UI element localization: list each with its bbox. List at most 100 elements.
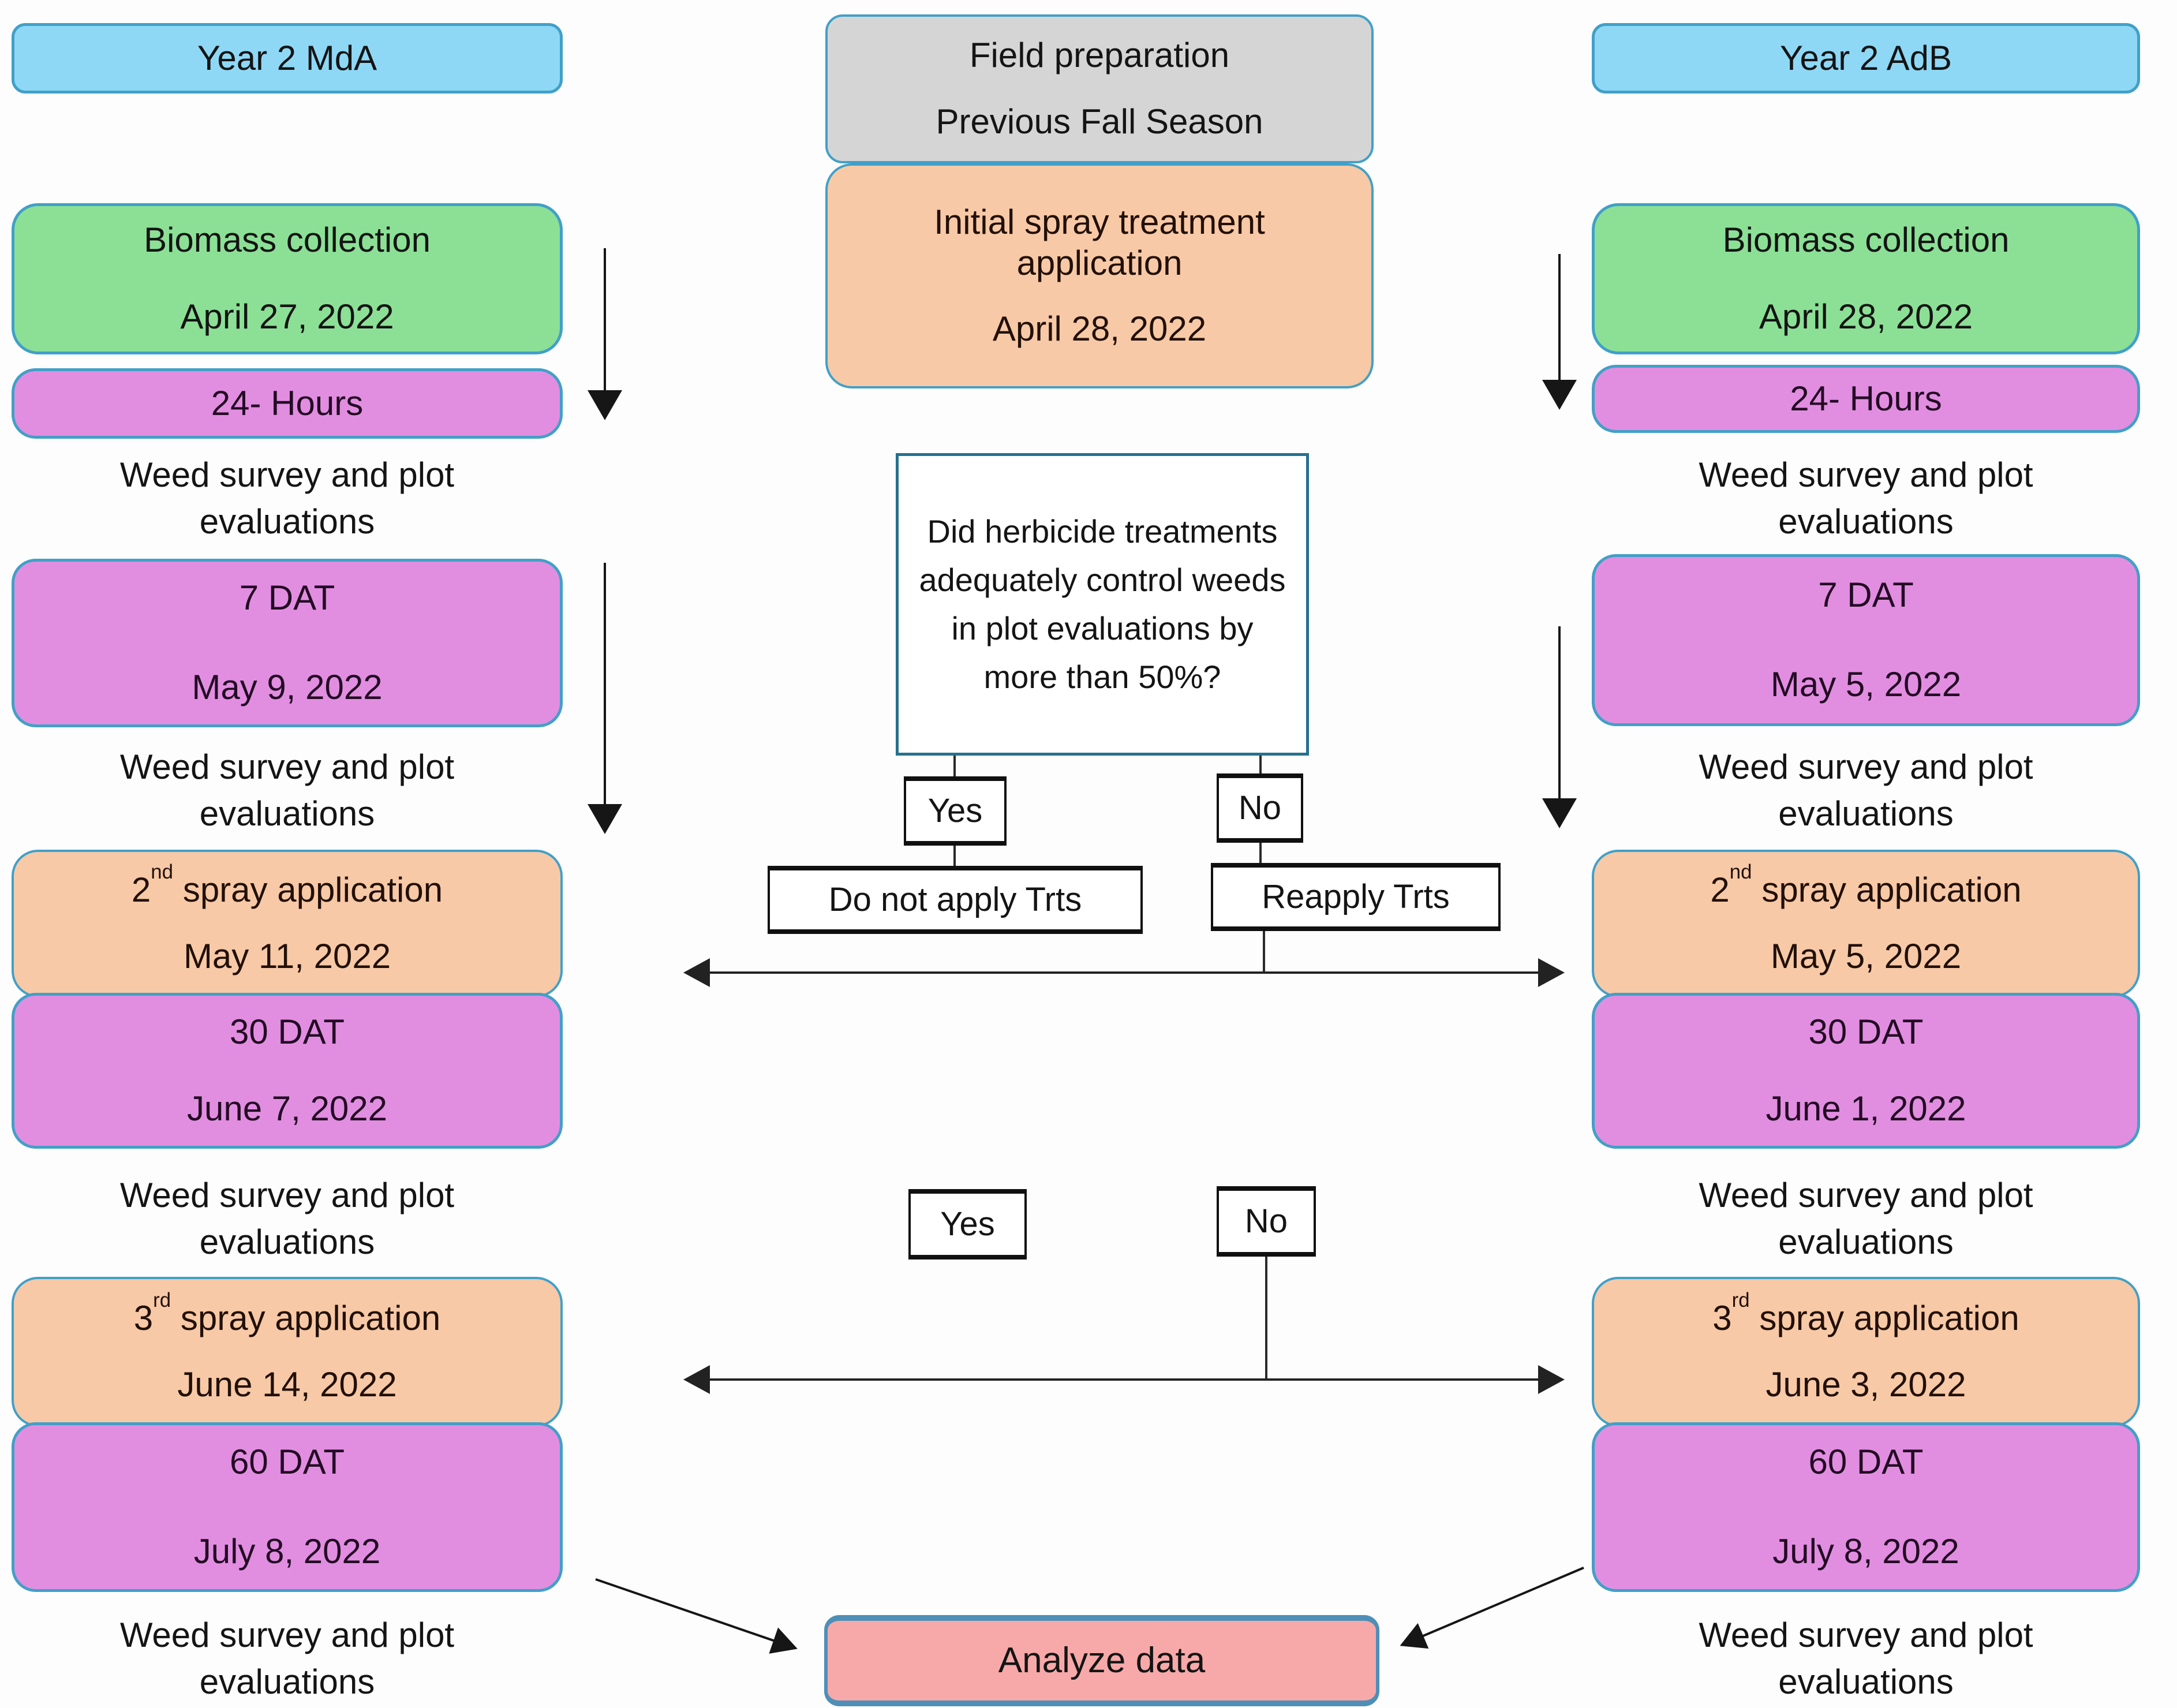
connector-yes1-to-do-not-apply <box>953 846 956 867</box>
connector-no2-to-harrow2 <box>1265 1257 1267 1380</box>
node-label: Reapply Trts <box>1262 877 1450 915</box>
connector-decision-to-no1 <box>1259 756 1262 775</box>
connector-reapply-to-harrow1 <box>1263 931 1265 973</box>
node-yes-2: Yes <box>908 1189 1027 1259</box>
node-label: No <box>1244 1202 1288 1240</box>
node-analyze-data: Analyze data <box>824 1615 1379 1706</box>
text-line: evaluations <box>1778 1223 1954 1261</box>
node-label: Year 2 AdB <box>1779 38 1952 77</box>
node-date: May 5, 2022 <box>1770 937 1962 976</box>
node-title: 60 DAT <box>1808 1442 1924 1482</box>
node-field-preparation: Field preparation Previous Fall Season <box>825 14 1374 163</box>
node-24-hours-mda: 24- Hours <box>12 368 563 439</box>
node-title: 30 DAT <box>1808 1012 1924 1052</box>
node-subtitle: Previous Fall Season <box>936 102 1263 141</box>
node-title: 7 DAT <box>239 578 335 618</box>
ordinal-suffix: rd <box>153 1289 171 1312</box>
node-decision-herbicide-control: Did herbicide treatments adequately cont… <box>896 453 1309 756</box>
text-weed-survey-adb-4: Weed survey and plot evaluations <box>1592 1612 2140 1705</box>
node-label: Yes <box>927 791 983 829</box>
node-60dat-adb: 60 DAT July 8, 2022 <box>1592 1422 2140 1592</box>
text-line: evaluations <box>1778 502 1954 541</box>
arrow-down-mda-biomass-to-24h <box>604 248 606 409</box>
node-year2-adb-header: Year 2 AdB <box>1592 23 2140 94</box>
arrow-down-adb-7dat <box>1558 626 1561 817</box>
text-line: evaluations <box>1778 1662 1954 1701</box>
text-line: evaluations <box>1778 794 1954 833</box>
node-date: May 11, 2022 <box>183 937 391 976</box>
arrow-diagonal-left-to-analyze <box>595 1578 787 1646</box>
node-label: 24- Hours <box>1790 379 1942 418</box>
node-biomass-collection-mda: Biomass collection April 27, 2022 <box>12 203 563 354</box>
node-24-hours-adb: 24- Hours <box>1592 365 2140 433</box>
connector-decision-to-yes1 <box>953 756 956 778</box>
node-7dat-adb: 7 DAT May 5, 2022 <box>1592 554 2140 726</box>
arrow-horizontal-both-ways-2 <box>695 1378 1553 1381</box>
text-line: Weed survey and plot <box>1699 1176 2033 1214</box>
node-date: April 28, 2022 <box>992 309 1207 349</box>
arrow-horizontal-both-ways-1 <box>695 971 1553 974</box>
node-no-2: No <box>1217 1186 1316 1257</box>
text-line: evaluations <box>199 794 375 833</box>
text-line: Weed survey and plot <box>119 748 455 786</box>
node-date: May 9, 2022 <box>192 668 383 707</box>
text-weed-survey-mda-2: Weed survey and plot evaluations <box>12 743 563 837</box>
node-date: June 14, 2022 <box>177 1365 397 1404</box>
node-do-not-apply-trts: Do not apply Trts <box>768 866 1143 934</box>
node-title-rest: spray application <box>1759 1299 2019 1338</box>
text-line: Weed survey and plot <box>1699 455 2033 494</box>
node-yes-1: Yes <box>904 776 1007 846</box>
text-line: Weed survey and plot <box>119 1616 455 1654</box>
ordinal-number: 2 <box>131 870 151 910</box>
node-title-rest: spray application <box>180 1299 441 1338</box>
node-date: April 27, 2022 <box>180 297 394 336</box>
node-date: June 1, 2022 <box>1765 1089 1966 1128</box>
text-weed-survey-adb-1: Weed survey and plot evaluations <box>1592 451 2140 545</box>
node-date: May 5, 2022 <box>1770 665 1962 704</box>
text-line: evaluations <box>199 1223 375 1261</box>
ordinal-suffix: nd <box>151 861 174 884</box>
node-7dat-mda: 7 DAT May 9, 2022 <box>12 559 563 727</box>
node-year2-mda-header: Year 2 MdA <box>12 23 563 94</box>
node-label: Do not apply Trts <box>828 880 1082 918</box>
node-initial-spray: Initial spray treatment application Apri… <box>825 163 1374 388</box>
node-60dat-mda: 60 DAT July 8, 2022 <box>12 1422 563 1592</box>
decision-question: Did herbicide treatments adequately cont… <box>919 513 1286 695</box>
node-title: Biomass collection <box>1722 220 2010 260</box>
node-date: July 8, 2022 <box>1772 1532 1959 1571</box>
ordinal-number: 3 <box>133 1299 154 1338</box>
text-weed-survey-mda-4: Weed survey and plot evaluations <box>12 1612 563 1705</box>
node-date: July 8, 2022 <box>193 1532 381 1571</box>
arrow-down-mda-7dat <box>604 563 606 823</box>
node-label: 24- Hours <box>211 383 364 423</box>
arrow-diagonal-right-to-analyze <box>1410 1567 1584 1643</box>
node-title: 30 DAT <box>230 1012 345 1052</box>
node-3rd-spray-mda: 3rd spray application June 14, 2022 <box>12 1277 563 1427</box>
node-date: June 7, 2022 <box>187 1089 387 1128</box>
node-biomass-collection-adb: Biomass collection April 28, 2022 <box>1592 203 2140 354</box>
text-weed-survey-mda-1: Weed survey and plot evaluations <box>12 451 563 545</box>
node-title: Field preparation <box>969 36 1230 75</box>
node-date: June 3, 2022 <box>1765 1365 1966 1404</box>
ordinal-number: 2 <box>1710 870 1730 910</box>
text-weed-survey-adb-2: Weed survey and plot evaluations <box>1592 743 2140 837</box>
node-title: 60 DAT <box>230 1442 345 1482</box>
node-title: Biomass collection <box>144 220 431 260</box>
node-label: Yes <box>940 1205 995 1243</box>
node-label: Year 2 MdA <box>197 38 377 77</box>
node-title: 7 DAT <box>1818 575 1914 615</box>
node-no-1: No <box>1217 773 1303 843</box>
ordinal-suffix: nd <box>1729 861 1752 884</box>
text-line: Weed survey and plot <box>1699 1616 2033 1654</box>
text-weed-survey-adb-3: Weed survey and plot evaluations <box>1592 1172 2140 1265</box>
node-30dat-adb: 30 DAT June 1, 2022 <box>1592 993 2140 1149</box>
text-line: Weed survey and plot <box>119 1176 455 1214</box>
node-reapply-trts: Reapply Trts <box>1211 863 1501 931</box>
